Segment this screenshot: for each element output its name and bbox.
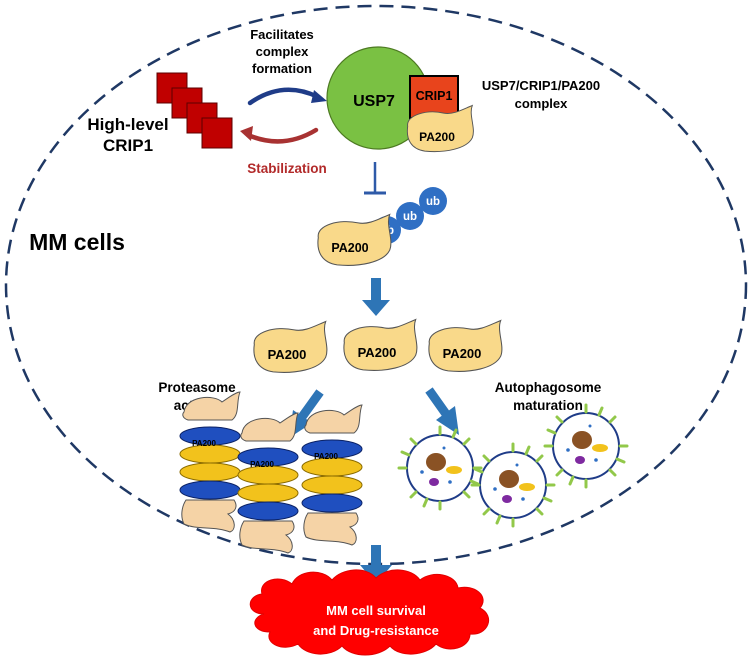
ub-circle bbox=[396, 202, 424, 230]
pa200-ubiquitinated-label: PA200 bbox=[331, 241, 368, 255]
pa200-free-label: PA200 bbox=[443, 346, 482, 361]
high-level-label: High-level bbox=[87, 115, 168, 134]
proteasome-pa200-label: PA200 bbox=[250, 460, 274, 469]
ub-label: ub bbox=[426, 196, 440, 208]
proteasome-complex bbox=[237, 412, 299, 554]
autophagosome bbox=[470, 442, 556, 528]
facilitates-label-line1: Facilitates bbox=[250, 27, 314, 42]
proteasome-complex bbox=[179, 391, 241, 533]
facilitates-label-line2: complex bbox=[256, 44, 310, 59]
survival-label-line1: MM cell survival bbox=[326, 603, 426, 618]
ub-label: ub bbox=[403, 211, 417, 223]
proteasome-pa200-label: PA200 bbox=[192, 439, 216, 448]
proteasome-complex bbox=[301, 404, 363, 546]
autophagosome-label-line1: Autophagosome bbox=[495, 380, 602, 395]
facilitates-label-line3: formation bbox=[252, 61, 312, 76]
crip1-box-label: CRIP1 bbox=[416, 89, 453, 103]
pa200-complex-label: PA200 bbox=[419, 130, 455, 144]
mm-cells-label: MM cells bbox=[29, 229, 125, 255]
inhibition-arrow bbox=[364, 162, 386, 195]
autophagosome bbox=[397, 425, 483, 511]
crip1-square bbox=[201, 117, 233, 149]
autophagosome-label-line2: maturation bbox=[513, 398, 583, 413]
arrow-to-autophagosome bbox=[425, 387, 459, 435]
stabilization-label: Stabilization bbox=[247, 161, 327, 176]
usp7-label: USP7 bbox=[353, 93, 395, 110]
crip1-level-label: CRIP1 bbox=[103, 136, 153, 155]
stabilization-arrow bbox=[240, 126, 319, 144]
autophagosome bbox=[543, 403, 629, 489]
survival-label-line2: and Drug-resistance bbox=[313, 623, 439, 638]
proteasome-label-line1: Proteasome bbox=[158, 380, 236, 395]
crip1-squares-stack bbox=[156, 72, 233, 149]
proteasome-pa200-label: PA200 bbox=[314, 452, 338, 461]
pa200-free-label: PA200 bbox=[268, 347, 307, 362]
ub-circle bbox=[419, 187, 447, 215]
survival-cloud bbox=[249, 569, 490, 656]
pa200-ubiquitinated-shape bbox=[317, 213, 392, 266]
down-arrow bbox=[362, 278, 390, 316]
complex-label-line1: USP7/CRIP1/PA200 bbox=[482, 78, 600, 93]
complex-label-line2: complex bbox=[515, 96, 569, 111]
formation-arrow bbox=[247, 87, 327, 106]
pa200-free-label: PA200 bbox=[358, 345, 397, 360]
